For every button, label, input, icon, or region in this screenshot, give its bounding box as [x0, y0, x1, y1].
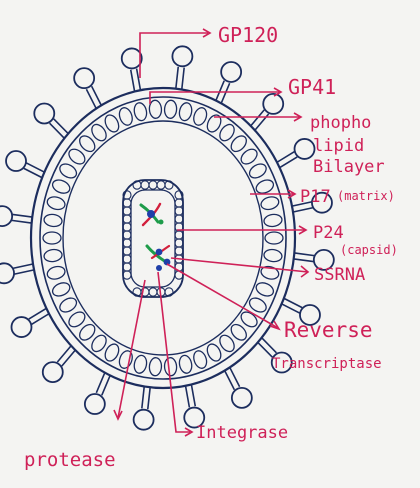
spike-knob	[172, 46, 192, 66]
spike-knob	[11, 317, 31, 337]
label-gp41: GP41	[288, 75, 336, 99]
spike-knob	[263, 94, 283, 114]
label-protease: protease	[24, 449, 116, 471]
label-bilayer-line3: Bilayer	[313, 157, 385, 177]
spike-knob	[34, 103, 54, 123]
spike-knob	[43, 362, 63, 382]
spike-knob	[295, 139, 315, 159]
spike-knob	[134, 410, 154, 430]
spike-knob	[0, 263, 14, 283]
label-bilayer-line2: lipid	[313, 136, 364, 156]
spike-knob	[122, 48, 142, 68]
label-reverse-line2: Transcriptase	[272, 356, 382, 372]
spike-knob	[0, 206, 12, 226]
protein-blue-dot-4	[156, 265, 162, 271]
label-p17: P17	[300, 187, 331, 207]
spike-knob	[232, 388, 252, 408]
label-integrase: Integrase	[196, 423, 288, 443]
label-p17-note: (matrix)	[337, 189, 395, 203]
label-gp120: GP120	[218, 23, 278, 47]
label-bilayer-line1: phopho	[310, 113, 371, 133]
spike-knob	[221, 62, 241, 82]
protein-blue-dot-2	[156, 249, 163, 256]
label-reverse-line1: Reverse	[284, 318, 373, 342]
spike-knob	[85, 394, 105, 414]
protein-blue-dot-1	[147, 210, 155, 218]
label-ssrna: SSRNA	[314, 265, 365, 285]
label-p24-note: (capsid)	[340, 243, 398, 257]
label-p24: P24	[313, 223, 344, 243]
spike-knob	[6, 151, 26, 171]
protein-green-dot	[159, 220, 164, 225]
spike-knob	[74, 68, 94, 88]
